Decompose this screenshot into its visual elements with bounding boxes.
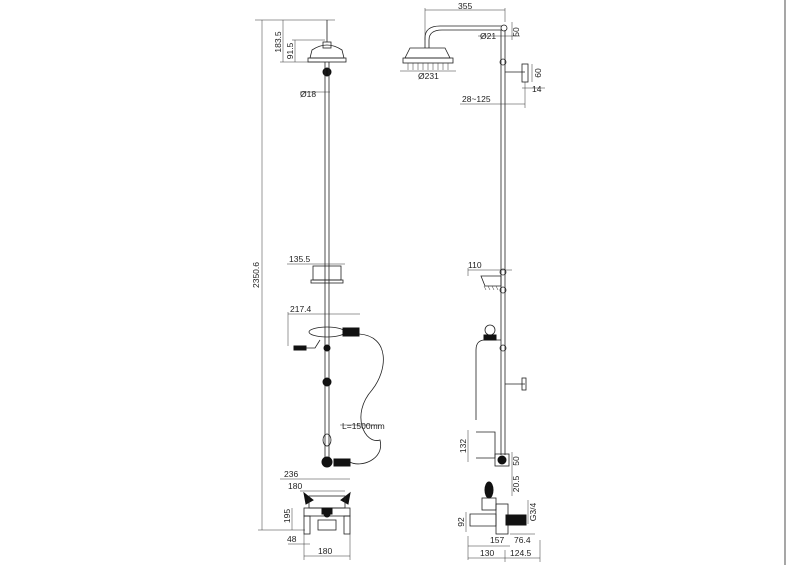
side-wall-bracket: 60 14 28~125	[460, 58, 545, 108]
dim-spout-projection: 157	[490, 535, 504, 545]
front-handset-holder: 217.4	[287, 304, 360, 387]
front-view: 2350.6 183.5 91.5 Ø18 135.5	[251, 19, 385, 560]
dim-head-diameter: Ø231	[418, 71, 439, 81]
dim-outlet-depth: 76.4	[514, 535, 531, 545]
dim-head-height: 183.5	[273, 31, 283, 53]
dim-handset-lever-height: 132	[458, 439, 468, 453]
dim-soap-dish-width: 135.5	[289, 254, 311, 264]
dim-spout-height-side: 92	[456, 517, 466, 527]
dim-base-width: 180	[318, 546, 332, 556]
dim-spout-height: 195	[282, 509, 292, 523]
front-bath-mixer: 236 180 195 48 180	[280, 469, 351, 560]
dim-bracket-height: 60	[533, 68, 543, 78]
dim-wall-offset: 124.5	[510, 548, 532, 558]
dim-thread-size: G3/4	[528, 503, 538, 522]
side-shower-head: Ø231	[400, 47, 456, 81]
dim-arm-length: 355	[458, 1, 472, 11]
dim-diverter-height: 50	[511, 456, 521, 466]
dim-hose-length: L=1500mm	[342, 421, 385, 431]
dim-mixer-width-outer: 236	[284, 469, 298, 479]
dim-base-depth: 130	[480, 548, 494, 558]
dim-holder-width: 217.4	[290, 304, 312, 314]
front-shower-head	[307, 20, 347, 77]
dim-wall-range: 28~125	[462, 94, 491, 104]
dim-bracket-depth: 14	[532, 84, 542, 94]
dim-soap-dish-depth: 110	[468, 260, 482, 270]
dim-diverter-offset: 20.5	[511, 475, 521, 492]
side-diverter: 50 20.5	[494, 452, 521, 496]
dim-riser-diameter: Ø18	[300, 89, 316, 99]
side-view: 355 Ø21 50 Ø231	[400, 1, 545, 562]
dim-head-neck: 91.5	[285, 42, 295, 59]
dim-inlet-offset: 48	[287, 534, 297, 544]
side-shower-arm	[424, 25, 502, 48]
side-bath-mixer: G3/4 92 76.4 157 130 124.5	[456, 481, 541, 562]
front-hose	[349, 333, 384, 465]
dim-total-height: 2350.6	[251, 262, 261, 288]
front-soap-dish: 135.5	[287, 254, 345, 284]
dim-mixer-width-inner: 180	[288, 481, 302, 491]
dim-arm-diameter: Ø21	[480, 31, 496, 41]
side-handset	[475, 324, 527, 420]
dim-arm-top-offset: 50	[511, 27, 521, 37]
side-soap-dish: 110	[467, 260, 512, 294]
